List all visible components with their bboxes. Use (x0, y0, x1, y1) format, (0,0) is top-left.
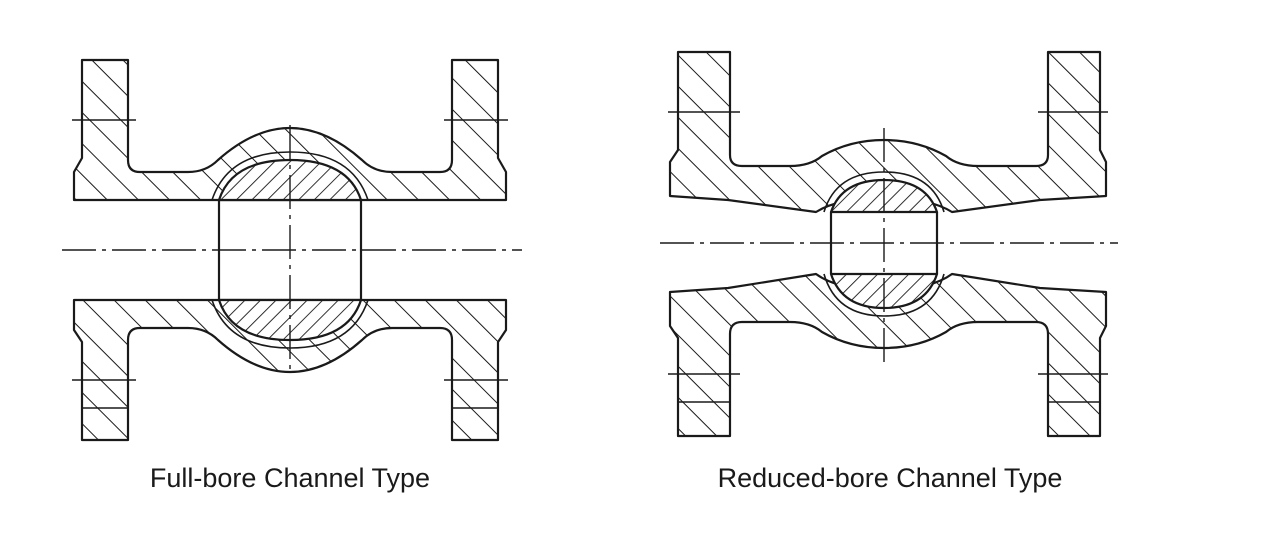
reduced-bore-flange-lines (668, 111, 1108, 403)
full-bore-caption: Full-bore Channel Type (149, 463, 431, 493)
full-bore-flange-lines (72, 119, 508, 409)
reduced-bore-valve (660, 50, 1118, 438)
reduced-bore-caption: Reduced-bore Channel Type (717, 463, 1063, 493)
full-bore-lower-body (72, 298, 508, 442)
full-bore-valve (62, 58, 522, 442)
